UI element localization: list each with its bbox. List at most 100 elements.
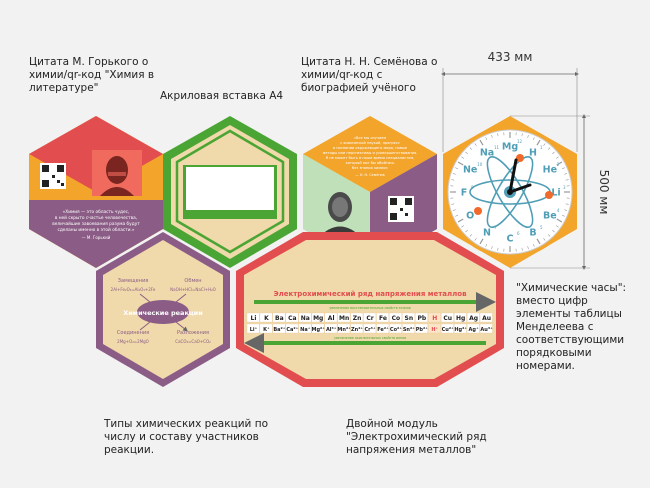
metal-symbol: Ba [275, 315, 284, 322]
clock-element-labels: Mg12H1He2Li3Be4B5C6N7O8F9Ne10Na11 [461, 139, 566, 245]
acrylic-panel [163, 116, 297, 268]
reaction-formula: 2Al+Fe₂O₃=Al₂O₃+2Fe [111, 287, 156, 292]
clock-tick [452, 173, 456, 175]
clock-tick [532, 243, 535, 247]
reaction-type-label: Разложения [177, 330, 209, 336]
reaction-formula: CaCO₃=CaO+CO₂ [175, 339, 211, 344]
metal-cell [272, 323, 286, 334]
metal-cell [311, 312, 325, 323]
metal-symbol: Li [251, 315, 257, 322]
clock-tick [564, 173, 568, 175]
width-dimension: 433 мм [441, 50, 579, 152]
semenov-qr-code [388, 196, 414, 222]
semenov-quote-line: методы или перспективы и усовершенствова… [323, 151, 418, 155]
height-dimension: 500 мм [510, 114, 611, 270]
clock-tick [465, 229, 468, 233]
metal-cell [376, 323, 389, 334]
caption-semenov: Цитата Н. Н. Семёнова о химии/qr-код с б… [301, 56, 438, 94]
metal-symbol: Na⁺ [300, 327, 311, 333]
caption-gorky: Цитата М. Горького о химии/qr-код "Химия… [29, 56, 155, 94]
clock-tick [536, 139, 541, 146]
metal-cell [311, 323, 325, 334]
clock-tick [536, 238, 541, 245]
metal-symbol: Ca²⁺ [286, 327, 298, 333]
semenov-quote-author: — Н. Н. Семёнов [355, 173, 384, 177]
metal-symbol: Cu [443, 315, 452, 322]
clock-element-symbol: Mg [502, 142, 518, 153]
clock-tick [552, 229, 555, 233]
clock-element-symbol: B [529, 227, 536, 238]
metal-symbol: Ca [288, 315, 296, 322]
metal-cell [259, 323, 273, 334]
metal-cell [428, 312, 441, 323]
metal-cell [285, 312, 299, 323]
metal-cell [441, 323, 454, 334]
clock-panel: Mg12H1He2Li3Be4B5C6N7O8F9Ne10Na11 [443, 116, 577, 268]
clock-tick [479, 139, 484, 146]
clock-hour-hand [508, 183, 532, 194]
clock-tick [547, 234, 551, 237]
gorky-portrait [92, 150, 142, 196]
clock-tick [469, 234, 473, 237]
clock-tick [497, 133, 499, 137]
clock-tick [461, 156, 465, 159]
metal-cell [466, 323, 480, 334]
gorky-qr-code [40, 163, 66, 189]
clock-element-symbol: F [461, 188, 468, 199]
height-label: 500 мм [597, 170, 611, 215]
clock-element-symbol: H [529, 148, 537, 159]
metal-symbol: Cr³⁺ [365, 327, 376, 333]
metal-cell [285, 323, 299, 334]
metal-symbol: Li⁺ [250, 327, 258, 333]
clock-element-symbol: O [466, 211, 474, 222]
metal-cell [337, 312, 351, 323]
clock-tick [491, 246, 493, 250]
metal-symbol: Ag⁺ [469, 327, 479, 333]
metal-symbol: Mn²⁺ [337, 327, 351, 333]
clock-tick [452, 209, 456, 211]
metal-symbol: Co²⁺ [390, 327, 402, 333]
metal-cell [363, 323, 377, 334]
metal-symbol: Sn²⁺ [403, 327, 415, 333]
metal-symbol: Zn [353, 315, 362, 322]
clock-tick [485, 137, 488, 141]
metal-cell [324, 323, 338, 334]
clock-tick [457, 218, 464, 223]
acrylic-insert [186, 167, 274, 210]
metals-arrow-bottom-label: увеличение окислительных свойств ионов [334, 336, 406, 340]
gorky-panel: «Химия — это область чудес, в ней скрыто… [29, 116, 163, 268]
metals-title: Электрохимический ряд напряжения металло… [273, 290, 467, 298]
clock-element-symbol: Li [551, 188, 560, 199]
semenov-quote-line: который мог бы обойтись [346, 161, 395, 165]
clock-tick [527, 246, 529, 250]
metal-symbol: Mg²⁺ [312, 327, 326, 333]
clock-minute-hand [508, 158, 518, 194]
metal-cell [298, 312, 312, 323]
clock-tick [543, 143, 546, 147]
metal-cell [246, 312, 260, 323]
caption-reactions: Типы химических реакций по числу и соста… [104, 418, 268, 456]
gorky-quote-line: в ней скрыто счастье человечества, [55, 214, 137, 221]
clock-tick [543, 237, 546, 241]
metal-cell [428, 323, 441, 334]
metal-symbol: Co [392, 315, 401, 322]
semenov-quote-line: с химической наукой, прогресс [340, 141, 400, 145]
clock-element-number: 4 [557, 208, 560, 213]
clock-tick [491, 134, 493, 138]
clock-element-symbol: Be [543, 211, 557, 222]
metal-cell [324, 312, 338, 323]
atom-icon [469, 154, 553, 228]
metal-symbol: Fe [379, 315, 387, 322]
caption-clock: "Химические часы": вместо цифр элементы … [516, 282, 627, 372]
metal-cell [454, 312, 467, 323]
metal-symbol: Zn²⁺ [351, 327, 363, 333]
caption-double: Двойной модуль "Электрохимический ряд на… [346, 418, 487, 456]
clock-tick [552, 151, 555, 155]
clock-tick [485, 243, 488, 247]
clock-element-number: 1 [540, 145, 543, 150]
clock-tick [455, 214, 459, 217]
clock-ticks [450, 132, 570, 252]
clock-tick [565, 203, 569, 205]
clock-element-symbol: Na [480, 148, 494, 159]
